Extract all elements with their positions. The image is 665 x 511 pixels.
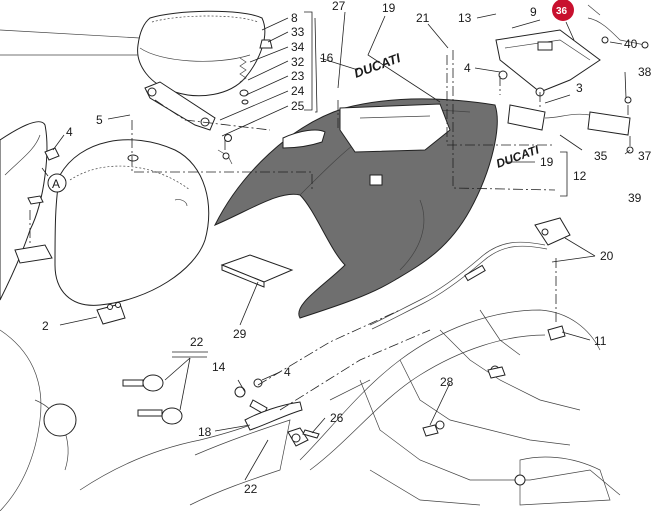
callout-35: 35 (594, 149, 608, 163)
callout-26: 26 (330, 411, 344, 425)
highlighted-callout-36[interactable]: 36 (552, 0, 575, 41)
callout-4-left: 4 (66, 125, 73, 139)
callout-16: 16 (320, 51, 334, 65)
bracket-11[interactable] (547, 325, 566, 341)
callout-19-top: 19 (382, 1, 396, 15)
callout-24: 24 (291, 84, 305, 98)
decal-ducati-top-text: DUCATI (352, 50, 403, 81)
callout-32: 32 (291, 55, 305, 69)
lock-hardware[interactable] (234, 378, 303, 431)
spring-stack[interactable] (239, 39, 273, 105)
callout-9: 9 (530, 5, 537, 19)
callout-38: 38 (638, 65, 652, 79)
lock-cable[interactable] (369, 241, 548, 330)
callout-20: 20 (600, 249, 614, 263)
decal-ducati-side[interactable]: DUCATI (494, 142, 541, 171)
passenger-seat[interactable] (0, 10, 266, 97)
control-unit[interactable] (507, 104, 631, 136)
clip-28[interactable] (422, 366, 506, 437)
callout-2: 2 (42, 319, 49, 333)
callout-12: 12 (573, 169, 587, 183)
callout-37: 37 (638, 149, 652, 163)
callout-labels: 2 3 4 4 4 5 8 9 11 12 13 14 16 18 19 19 … (42, 0, 652, 496)
callout-4-top: 4 (464, 61, 471, 75)
callout-11: 11 (594, 334, 607, 348)
frame-outline-left (0, 329, 286, 511)
ignition-key-1[interactable] (122, 374, 164, 392)
callout-28: 28 (440, 375, 454, 389)
callout-40: 40 (624, 37, 638, 51)
bracket-lines (172, 11, 313, 353)
rear-subframe (299, 309, 621, 506)
callout-39: 39 (628, 191, 642, 205)
callout-21: 21 (416, 11, 430, 25)
callout-18: 18 (198, 425, 212, 439)
marker-a-label: A (52, 177, 60, 191)
callout-33: 33 (291, 25, 305, 39)
assembly-lines (29, 50, 631, 411)
callout-22-top: 22 (190, 335, 204, 349)
decal-ducati-side-text: DUCATI (494, 142, 541, 171)
clip-4-left[interactable] (44, 147, 60, 161)
callout-22-bottom: 22 (244, 482, 258, 496)
tail-light-outline (189, 419, 291, 506)
battery-tray[interactable] (495, 29, 601, 93)
front-seat-mount[interactable] (14, 195, 53, 264)
rubber-pad[interactable] (96, 302, 126, 325)
tail-inner-tray[interactable] (339, 103, 451, 153)
callout-8: 8 (291, 11, 298, 25)
callout-36: 36 (556, 6, 568, 17)
callout-23: 23 (291, 69, 305, 83)
ignition-key-2[interactable] (137, 407, 183, 425)
rider-seat[interactable] (54, 139, 210, 306)
callout-14: 14 (212, 360, 226, 374)
callout-27: 27 (332, 0, 346, 13)
callout-29: 29 (233, 327, 247, 341)
small-fastener-cluster[interactable] (217, 134, 233, 165)
fuel-tank-outline (0, 121, 48, 301)
callout-5: 5 (96, 113, 103, 127)
lock-mechanism[interactable] (534, 217, 571, 246)
callout-3: 3 (576, 81, 583, 95)
seat-lock-barrel[interactable] (287, 427, 320, 447)
decal-ducati-top[interactable]: DUCATI (352, 50, 403, 81)
callout-34: 34 (291, 40, 305, 54)
wire-harness[interactable] (587, 4, 649, 49)
manual-booklet[interactable] (220, 254, 294, 288)
callout-19-right: 19 (540, 155, 554, 169)
leader-lines (52, 11, 631, 481)
callout-13: 13 (458, 11, 472, 25)
callout-25: 25 (291, 99, 305, 113)
circle-marker-A: A (41, 167, 67, 193)
callout-4-bottom: 4 (284, 365, 291, 379)
highlight-badge[interactable] (552, 0, 574, 21)
